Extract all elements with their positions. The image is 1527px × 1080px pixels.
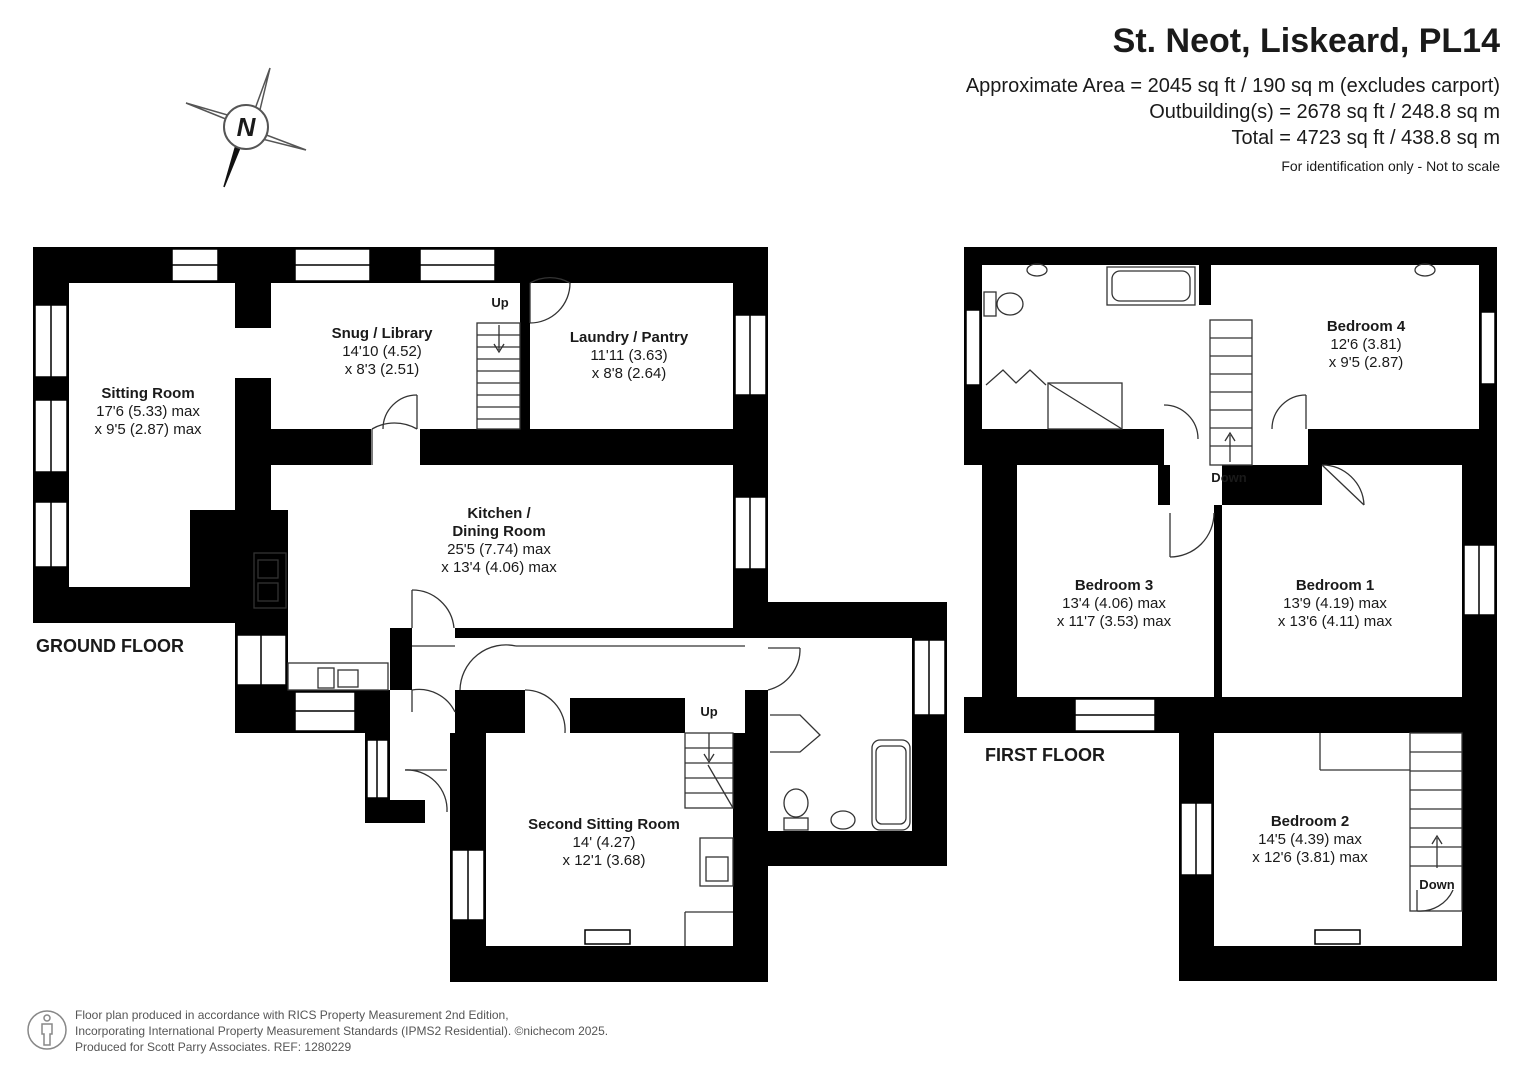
stair-up-label: Up xyxy=(491,295,509,310)
room-name: Bedroom 4 xyxy=(1326,318,1406,335)
first-floor-details xyxy=(983,263,1463,912)
ground-floor-walls xyxy=(33,247,947,982)
room-name: Kitchen / xyxy=(467,505,531,522)
room-dim: x 8'3 (2.51) xyxy=(344,361,420,378)
stair-down-label: Down xyxy=(1419,877,1455,892)
room-kitchen-dining: Kitchen / Dining Room 25'5 (7.74) max x … xyxy=(441,505,556,577)
room-bedroom-2: Bedroom 2 14'5 (4.39) max x 12'6 (3.81) … xyxy=(1252,813,1367,867)
room-name: Dining Room xyxy=(452,523,546,540)
room-laundry-pantry: Laundry / Pantry 11'11 (3.63) x 8'8 (2.6… xyxy=(570,329,688,383)
first-floor-windows xyxy=(965,309,1496,945)
room-name: Sitting Room xyxy=(101,385,195,402)
footer-credits: Floor plan produced in accordance with R… xyxy=(75,1007,608,1055)
room-second-sitting: Second Sitting Room 14' (4.27) x 12'1 (3… xyxy=(528,816,680,870)
footer-line: Floor plan produced in accordance with R… xyxy=(75,1008,509,1022)
room-dim: x 11'7 (3.53) max xyxy=(1056,613,1172,630)
room-dim: 14'10 (4.52) xyxy=(342,343,422,360)
room-sitting-room: Sitting Room 17'6 (5.33) max x 9'5 (2.87… xyxy=(94,385,201,439)
room-name: Bedroom 1 xyxy=(1295,577,1375,594)
room-dim: x 12'1 (3.68) xyxy=(562,852,646,869)
room-dim: 17'6 (5.33) max xyxy=(96,403,200,420)
footer-line: Incorporating International Property Mea… xyxy=(75,1024,609,1038)
first-floor-walls xyxy=(964,247,1497,981)
room-dim: 14'5 (4.39) max xyxy=(1258,831,1362,848)
room-name: Laundry / Pantry xyxy=(569,329,689,346)
room-dim: 12'6 (3.81) xyxy=(1330,336,1402,353)
person-icon xyxy=(27,1010,67,1050)
room-dim: x 9'5 (2.87) max xyxy=(94,421,202,438)
footer-line: Produced for Scott Parry Associates. REF… xyxy=(75,1040,352,1054)
stair-down-label: Down xyxy=(1211,470,1247,485)
ground-floor-windows xyxy=(34,248,946,945)
approx-area: Approximate Area = 2045 sq ft / 190 sq m… xyxy=(965,75,1500,97)
room-snug-library: Snug / Library 14'10 (4.52) x 8'3 (2.51) xyxy=(332,325,433,379)
page-title: St. Neot, Liskeard, PL14 xyxy=(1112,22,1500,60)
room-bedroom-3: Bedroom 3 13'4 (4.06) max x 11'7 (3.53) … xyxy=(1057,577,1171,631)
first-floor-label: FIRST FLOOR xyxy=(985,745,1105,765)
room-dim: x 12'6 (3.81) max xyxy=(1252,849,1368,866)
room-dim: x 8'8 (2.64) xyxy=(591,365,667,382)
room-name: Snug / Library xyxy=(331,325,433,342)
room-dim: 13'4 (4.06) max xyxy=(1062,595,1166,612)
room-dim: x 13'6 (4.11) max xyxy=(1277,613,1393,630)
north-letter: N xyxy=(237,112,257,142)
scale-note: For identification only - Not to scale xyxy=(1281,158,1500,174)
room-bedroom-1: Bedroom 1 13'9 (4.19) max x 13'6 (4.11) … xyxy=(1278,577,1392,631)
ground-floor-label: GROUND FLOOR xyxy=(36,636,184,656)
outbuilding-area: Outbuilding(s) = 2678 sq ft / 248.8 sq m xyxy=(1149,101,1500,123)
room-dim: 25'5 (7.74) max xyxy=(447,541,551,558)
total-area: Total = 4723 sq ft / 438.8 sq m xyxy=(1231,127,1501,149)
stair-up-label: Up xyxy=(700,704,718,719)
room-dim: x 9'5 (2.87) xyxy=(1328,354,1404,371)
room-name: Bedroom 3 xyxy=(1074,577,1154,594)
north-arrow-icon: N xyxy=(185,67,307,188)
room-name: Second Sitting Room xyxy=(528,816,680,833)
room-dim: 11'11 (3.63) xyxy=(590,347,668,364)
room-bedroom-4: Bedroom 4 12'6 (3.81) x 9'5 (2.87) xyxy=(1327,318,1405,372)
room-name: Bedroom 2 xyxy=(1270,813,1350,830)
room-dim: x 13'4 (4.06) max xyxy=(441,559,557,576)
room-dim: 13'9 (4.19) max xyxy=(1283,595,1387,612)
ground-floor-details xyxy=(253,276,911,946)
room-dim: 14' (4.27) xyxy=(572,834,636,851)
